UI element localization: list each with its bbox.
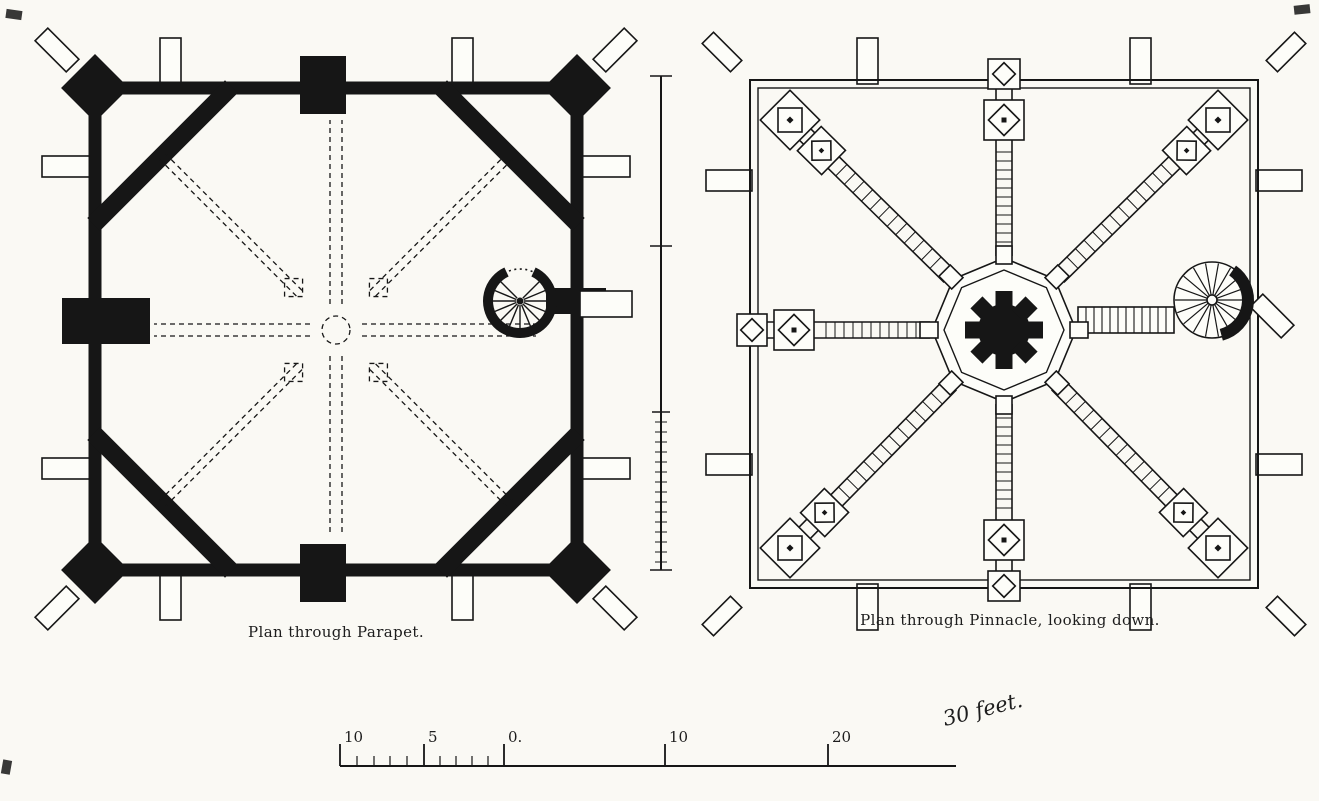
- scale-label-5: 5: [428, 728, 438, 746]
- spire-core-cog: [965, 291, 1043, 369]
- pinnacle-wall-tabs: [701, 31, 1307, 637]
- access-ladder: [1077, 306, 1175, 334]
- parapet-corner-braces: [87, 80, 585, 578]
- scale-label-30-feet: 30 feet.: [940, 688, 1025, 731]
- spiral-stair-pinnacle: [1173, 261, 1254, 341]
- parapet-pilasters: [62, 56, 346, 602]
- scale-label-10-right: 10: [669, 728, 688, 746]
- parapet-caption: Plan through Parapet.: [248, 623, 424, 641]
- stair-wall: [483, 267, 557, 338]
- center-dashed-circle: [321, 315, 351, 345]
- stair-newel: [516, 297, 524, 305]
- central-octagon: [919, 245, 1089, 415]
- octagon-tabs: [919, 245, 1089, 415]
- parapet-plan: Plan through Parapet.: [33, 26, 639, 641]
- stair-east-tab: [1248, 292, 1296, 340]
- scan-marks: [0, 4, 1311, 775]
- stair-wall: [1219, 265, 1254, 341]
- scale-label-0: 0.: [508, 728, 522, 746]
- stair-treads: [491, 279, 549, 330]
- parapet-east-tab: [579, 290, 633, 318]
- stair-newel: [1206, 294, 1218, 306]
- horizontal-scale-bar: 10 5 0. 10 20 30 feet.: [339, 688, 1025, 767]
- scale-label-20: 20: [832, 728, 851, 746]
- scale-label-10-left: 10: [344, 728, 363, 746]
- vertical-scale: [650, 75, 672, 571]
- pinnacle-plan: Plan through Pinnacle, looking down.: [701, 31, 1307, 637]
- setting-out-lines: [154, 120, 536, 535]
- pinnacle-caption: Plan through Pinnacle, looking down.: [860, 611, 1160, 629]
